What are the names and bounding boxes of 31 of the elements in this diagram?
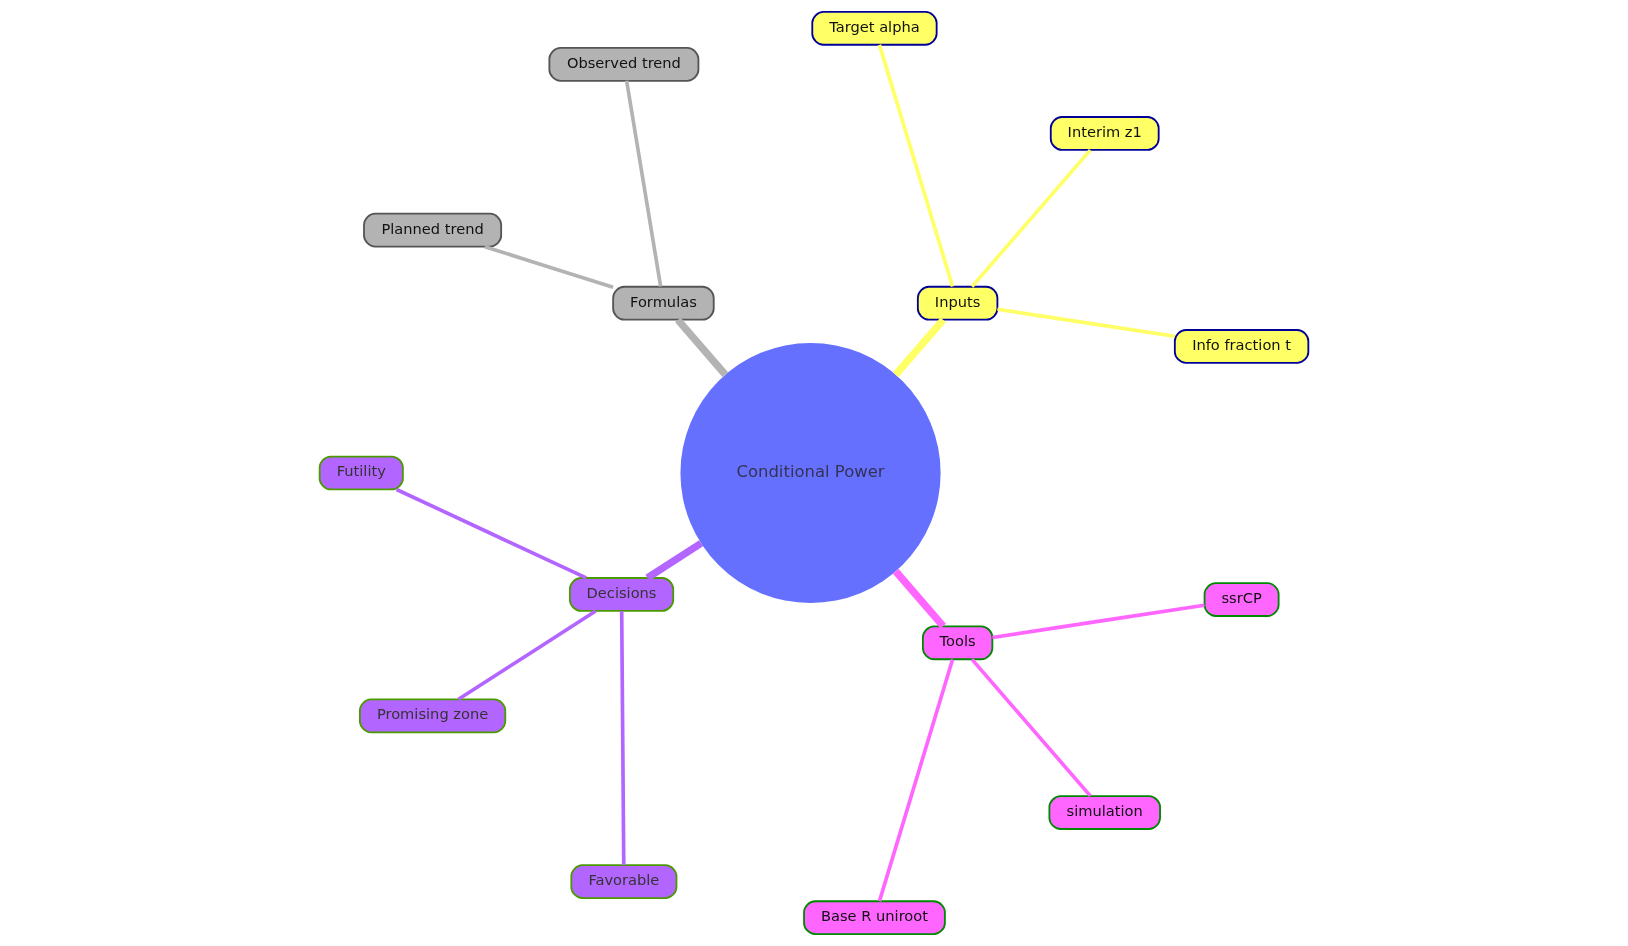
connector — [970, 658, 1092, 798]
node-box: Target alpha — [811, 10, 938, 46]
connector — [970, 148, 1092, 288]
node-box: Interim z1 — [1049, 116, 1160, 151]
connector — [892, 317, 946, 378]
node-circle: Conditional Power — [680, 342, 941, 604]
connector — [395, 487, 587, 580]
node-box: ssrCP — [1203, 582, 1280, 617]
node-box: Base R uniroot — [803, 900, 946, 936]
node-box: Futility — [318, 455, 404, 491]
node-box: simulation — [1048, 795, 1161, 830]
node-box: Formulas — [612, 285, 715, 321]
connector — [457, 609, 597, 701]
node-box: Promising zone — [358, 698, 507, 734]
node-box: Tools — [921, 625, 994, 661]
node-box: Info fraction t — [1173, 329, 1310, 364]
node-box: Inputs — [916, 285, 999, 321]
connector — [645, 540, 704, 581]
connector — [892, 568, 946, 629]
connector — [877, 659, 955, 902]
connector — [484, 244, 614, 290]
connector — [877, 44, 955, 287]
node-box: Observed trend — [548, 46, 700, 82]
node-box: Favorable — [570, 864, 678, 900]
node-box: Decisions — [568, 577, 675, 612]
connector — [992, 603, 1205, 640]
connector — [675, 317, 729, 378]
node-box: Planned trend — [363, 212, 503, 248]
connector — [619, 611, 626, 865]
connector — [997, 307, 1176, 339]
connector — [624, 80, 663, 287]
